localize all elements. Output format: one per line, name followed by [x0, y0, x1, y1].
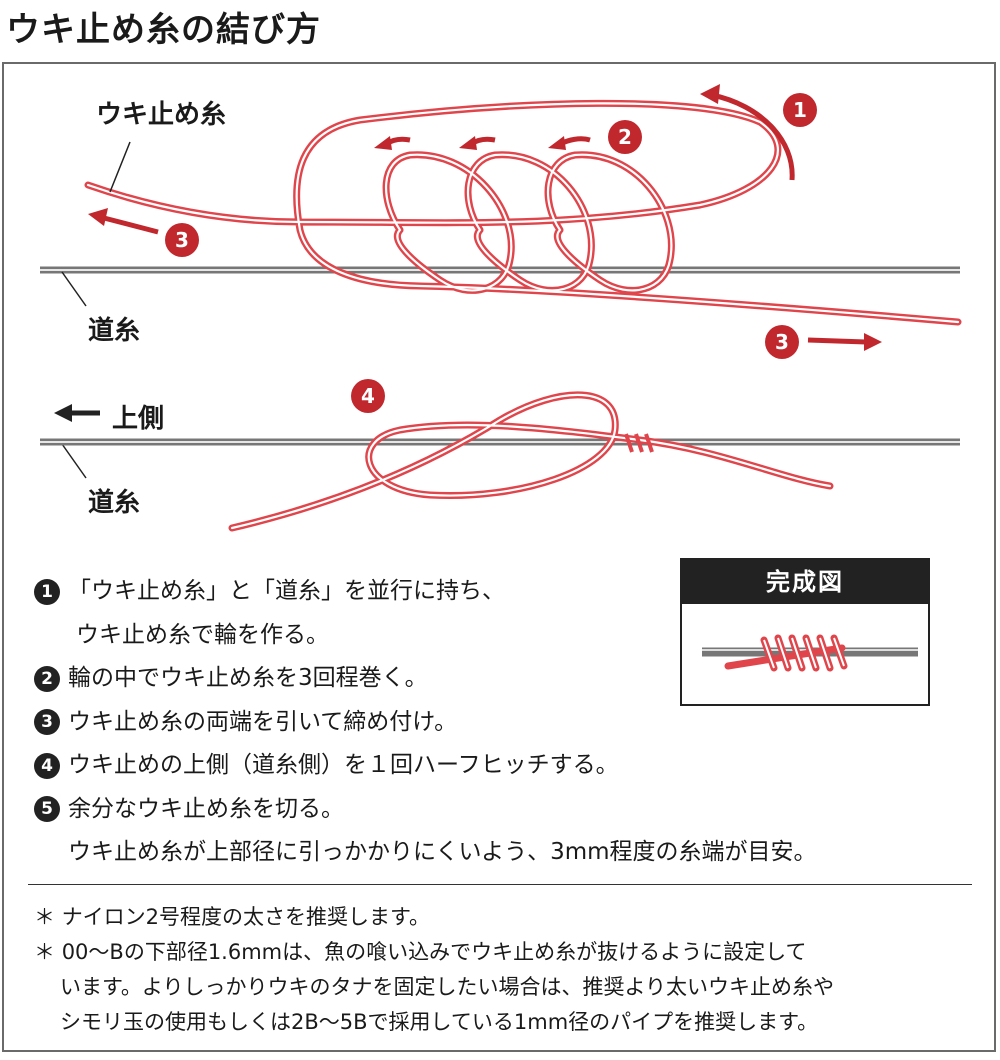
note-mark: ＊ — [34, 940, 55, 964]
page-title: ウキ止め糸の結び方 — [6, 10, 321, 50]
step-text-continued: ウキ止め糸で輪を作る。 — [76, 621, 329, 648]
note-text: ナイロン2号程度の太さを推奨します。 — [61, 905, 430, 929]
step-text: ウキ止め糸の両端を引いて締め付け。 — [68, 708, 458, 735]
step-text: 余分なウキ止め糸を切る。 — [68, 795, 344, 822]
completed-knot-illustration — [702, 634, 918, 672]
step-number: 3 — [34, 709, 60, 736]
svg-text:4: 4 — [361, 384, 375, 408]
step-number: 2 — [34, 665, 60, 692]
note-text: 00～Bの下部径1.6mmは、魚の喰い込みでウキ止め糸が抜けるように設定して — [61, 940, 807, 964]
note-text-continued: シモリ玉の使用もしくは2B～5Bで採用している1mm径のパイプを推奨します。 — [60, 1010, 819, 1034]
step-item: 1 「ウキ止め糸」と「道糸」を並行に持ち、 — [34, 570, 817, 614]
arrow-3-right — [807, 333, 882, 351]
upper-side-label: 上側 — [112, 404, 165, 434]
step-text: ウキ止めの上側（道糸側）を１回ハーフヒッチする。 — [68, 752, 619, 778]
diagram-frame — [2, 62, 996, 1052]
leader-line — [61, 271, 87, 307]
svg-text:1: 1 — [793, 98, 807, 122]
step-text-continued: ウキ止め糸が上部径に引っかかりにくいよう、3mm程度の糸端が目安。 — [68, 839, 817, 865]
divider — [28, 884, 972, 885]
marker-2: 2 — [608, 120, 642, 154]
upper-side-arrow — [54, 404, 100, 422]
marker-3-right: 3 — [765, 325, 799, 359]
svg-text:2: 2 — [618, 125, 632, 149]
leader-line — [61, 443, 87, 479]
note-item: ＊ ナイロン2号程度の太さを推奨します。 — [34, 900, 834, 935]
arrow-3-left — [88, 208, 159, 235]
uki-thread-loop — [84, 99, 962, 326]
arrowhead — [700, 84, 720, 104]
notes: ＊ ナイロン2号程度の太さを推奨します。 ＊ 00～Bの下部径1.6mmは、魚の… — [34, 900, 834, 1040]
step-list: 1 「ウキ止め糸」と「道糸」を並行に持ち、 ウキ止め糸で輪を作る。 2 輪の中で… — [34, 570, 817, 875]
main-line-label: 道糸 — [88, 488, 141, 518]
note-text-continued: います。よりしっかりウキのタナを固定したい場合は、推奨より太いウキ止め糸や — [60, 975, 835, 999]
note-mark: ＊ — [34, 905, 55, 929]
step-number: 1 — [34, 578, 60, 605]
uki-line-label: ウキ止め糸 — [96, 100, 227, 130]
half-hitch-thread — [228, 391, 834, 532]
marker-4: 4 — [351, 379, 385, 413]
note-item: ＊ 00～Bの下部径1.6mmは、魚の喰い込みでウキ止め糸が抜けるように設定して — [34, 935, 834, 970]
leader-line — [109, 141, 131, 193]
marker-3-left: 3 — [165, 223, 199, 257]
svg-text:3: 3 — [175, 228, 189, 252]
completed-figure: 完成図 — [680, 558, 930, 706]
arrow-1 — [711, 92, 795, 181]
step-number: 5 — [34, 796, 60, 823]
step-number: 4 — [34, 752, 60, 779]
step-text: 輪の中でウキ止め糸を3回程巻く。 — [68, 665, 428, 691]
step-item: 3 ウキ止め糸の両端を引いて締め付け。 — [34, 701, 817, 745]
marker-1: 1 — [783, 93, 817, 127]
step-item: 4 ウキ止めの上側（道糸側）を１回ハーフヒッチする。 — [34, 744, 817, 788]
svg-text:3: 3 — [775, 330, 789, 354]
step-item: 5 余分なウキ止め糸を切る。 — [34, 788, 817, 832]
step-text: 「ウキ止め糸」と「道糸」を並行に持ち、 — [68, 578, 505, 604]
completed-heading: 完成図 — [682, 560, 928, 604]
main-line-label: 道糸 — [88, 316, 141, 346]
step-item: 2 輪の中でウキ止め糸を3回程巻く。 — [34, 657, 817, 701]
